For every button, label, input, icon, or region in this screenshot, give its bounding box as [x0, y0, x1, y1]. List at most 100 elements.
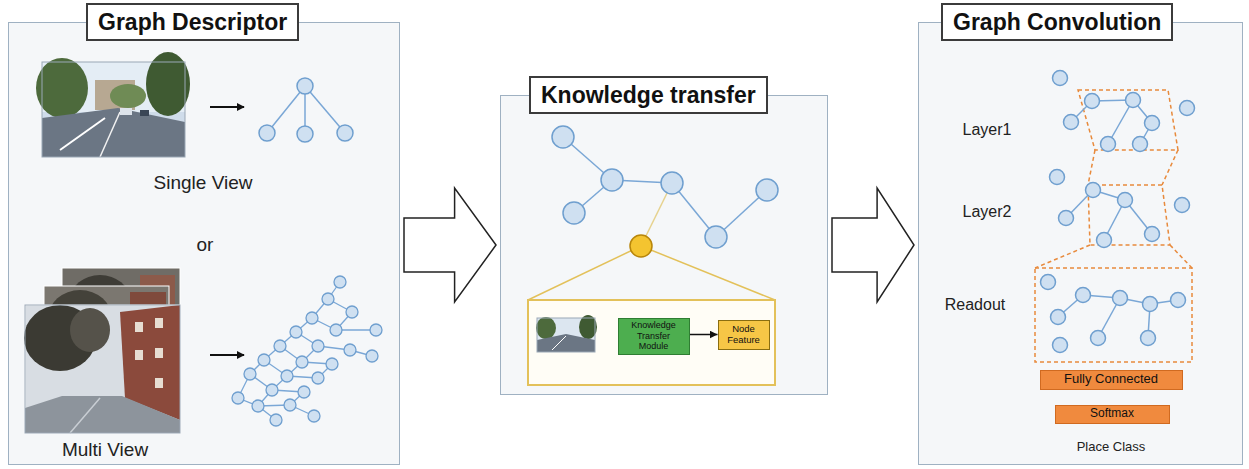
callout-frame-part [528, 300, 775, 385]
box-label: Softmax [1087, 407, 1137, 421]
feature-box: Node Feature [718, 320, 770, 350]
graph-vertex-part [266, 384, 278, 396]
graph-vertex-part [1141, 331, 1156, 346]
street-photo-part [140, 110, 149, 116]
street-photo-stack-part [155, 348, 163, 358]
street-photo-stack-part [25, 396, 180, 433]
street-photo-part [42, 62, 185, 157]
panel-frame: Knowledge Transfer ModuleNode FeatureKno… [500, 95, 828, 395]
street-photo-part [110, 84, 146, 108]
caption-label: Place Class [1077, 440, 1146, 455]
graph-vertex-part [1085, 94, 1100, 109]
graph-vertex-part [326, 358, 338, 370]
graph-vertex-part [1064, 115, 1079, 130]
street-photo [36, 52, 190, 157]
layer-outline-part [1035, 245, 1090, 268]
street-photo-part [42, 108, 185, 157]
graph-vertex-part [563, 202, 585, 224]
graph-edges [238, 282, 376, 420]
layer-outline-part [1088, 150, 1095, 185]
graph-vertex-part [344, 344, 356, 356]
graph-vertex [232, 276, 382, 426]
graph-edges [1058, 100, 1178, 338]
graph-vertex-part [1118, 193, 1133, 208]
layer-outline-part [1078, 90, 1178, 150]
street-photo-part [100, 112, 120, 157]
pointer-arrow-part [210, 354, 244, 356]
panel-heading: Graph Convolution [941, 3, 1173, 41]
caption-label: Layer1 [963, 121, 1012, 139]
callout-frame-part [528, 246, 641, 300]
panel-ground [8, 22, 400, 465]
caption-label: or [197, 234, 214, 256]
street-photo-part [36, 58, 88, 118]
graph-vertex-part [337, 125, 353, 141]
graph-vertex-part [312, 372, 324, 384]
graph-vertex-part [297, 126, 313, 142]
street-photo-stack-part [25, 305, 180, 433]
street-photo-stack-part [135, 322, 143, 332]
flow-arrow [404, 188, 496, 302]
graph-vertex-part [258, 354, 270, 366]
graph-vertex-part [756, 179, 778, 201]
graph-vertex-part [259, 125, 275, 141]
graph-vertex-part [346, 306, 358, 318]
pointer-arrow-part [210, 106, 244, 108]
graph-vertex-part [232, 392, 244, 404]
highlight-vertex-part [630, 235, 652, 257]
graph-vertex [259, 78, 353, 142]
graph-vertex-part [1101, 137, 1116, 152]
graph-vertex-part [1180, 101, 1195, 116]
callout-frame [528, 183, 775, 385]
street-thumbnail-part [537, 318, 595, 352]
graph-vertex-part [1086, 183, 1101, 198]
graph-vertex-part [1097, 233, 1112, 248]
graph-vertex-part [366, 350, 378, 362]
graph-vertex-part [601, 169, 623, 191]
box-label: Node Feature [719, 324, 769, 346]
box-label: Knowledge Transfer Module [619, 320, 689, 351]
graph-vertex-part [281, 370, 293, 382]
graph-vertex-part [297, 78, 313, 94]
graph-vertex-part [1143, 297, 1158, 312]
graph-vertex-part [252, 400, 264, 412]
street-thumbnail-part [537, 334, 595, 352]
graph-vertex-part [330, 324, 342, 336]
highlight-vertex [630, 235, 652, 257]
module-box: Knowledge Transfer Module [618, 318, 690, 355]
graph-vertex-part [312, 340, 324, 352]
pointer-arrow [210, 107, 614, 355]
street-photo-part [120, 108, 132, 115]
street-thumbnail-part [579, 315, 597, 339]
graph-vertex-part [290, 326, 302, 338]
graph-vertex-part [1145, 227, 1160, 242]
graph-vertex-part [308, 410, 320, 422]
graph-vertex-part [274, 340, 286, 352]
street-photo-stack-part [25, 305, 180, 433]
panel-heading: Graph Descriptor [86, 3, 299, 41]
graph-vertex-part [1076, 288, 1091, 303]
layer-outline-part [1170, 245, 1192, 268]
street-photo-stack-part [70, 398, 100, 433]
graph-edges [563, 137, 767, 237]
caption-label: Multi View [62, 439, 148, 461]
graph-vertex-part [705, 226, 727, 248]
street-photo-part [60, 118, 105, 150]
connector-arrow [690, 334, 718, 336]
graph-vertex-part [1041, 275, 1056, 290]
graph-vertex-part [1053, 71, 1068, 86]
layer-box: Softmax [1055, 405, 1170, 424]
caption-label: Single View [154, 172, 253, 194]
graph-vertex-part [296, 356, 308, 368]
graph-vertex [552, 126, 778, 248]
box-label: Fully Connected [1061, 372, 1161, 387]
flow-arrow [832, 188, 914, 302]
panel-ground [918, 22, 1243, 465]
graph-vertex-part [244, 368, 256, 380]
graph-vertex-part [1133, 137, 1148, 152]
street-photo-stack-part [155, 318, 163, 328]
graph-vertex [1041, 71, 1195, 353]
